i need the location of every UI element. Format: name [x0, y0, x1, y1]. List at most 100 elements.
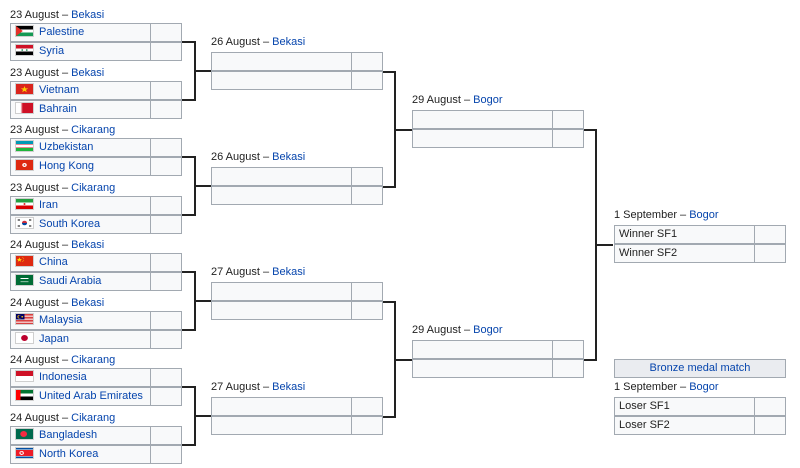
- venue-link[interactable]: Cikarang: [71, 124, 116, 136]
- team-name[interactable]: Saudi Arabia: [39, 275, 102, 287]
- japan-flag-icon: [15, 331, 34, 344]
- team-name[interactable]: Vietnam: [39, 83, 80, 96]
- r2-match-3-team-1: [211, 282, 383, 301]
- team-cell: Uzbekistan: [11, 139, 151, 156]
- venue-link[interactable]: Bekasi: [71, 9, 105, 21]
- team-name[interactable]: Indonesia: [39, 371, 87, 383]
- r2-connector-2-bottom: [383, 416, 395, 418]
- team-name[interactable]: China: [39, 256, 68, 268]
- palestine-flag-icon: [15, 25, 34, 37]
- date-venue-separator: –: [58, 9, 72, 21]
- semifinal-2-header: 29 August – Bogor: [412, 323, 503, 337]
- r2-match-1-header: 26 August – Bekasi: [211, 35, 305, 49]
- r2-connector-2-top: [383, 301, 395, 303]
- venue-link[interactable]: Bogor: [689, 381, 719, 393]
- team-cell: Bahrain: [11, 100, 151, 118]
- sf-connector-top: [584, 129, 596, 131]
- syria-flag-icon: [15, 44, 34, 56]
- semifinal-1-team-2: [412, 129, 584, 148]
- venue-link[interactable]: Bogor: [473, 324, 503, 336]
- venue-link[interactable]: Bekasi: [71, 239, 105, 251]
- r1-match-1-team-1: Palestine: [10, 23, 182, 42]
- r1-match-1-team-2: Syria: [10, 42, 182, 61]
- team-name[interactable]: South Korea: [39, 217, 101, 230]
- venue-link[interactable]: Bogor: [473, 94, 503, 106]
- score-cell: [151, 312, 181, 329]
- score-cell: [352, 53, 382, 70]
- team-name[interactable]: Palestine: [39, 26, 85, 38]
- team-cell: [212, 302, 352, 319]
- hong-kong-flag-icon: [15, 159, 34, 171]
- china-flag-icon: [15, 255, 34, 267]
- venue-link[interactable]: Bekasi: [71, 66, 105, 79]
- team-cell: [212, 417, 352, 434]
- team-cell: [212, 53, 352, 70]
- team-name[interactable]: North Korea: [39, 447, 99, 460]
- r1-connector-3-bottom: [182, 328, 195, 331]
- score-cell: [151, 158, 181, 175]
- r1-match-3-team-1: Uzbekistan: [10, 138, 182, 157]
- sf-connector-bottom: [584, 359, 596, 361]
- venue-link[interactable]: Bekasi: [272, 266, 306, 278]
- r2-connector-1-out: [394, 129, 412, 131]
- r1-match-8-header: 24 August – Cikarang: [10, 411, 115, 425]
- bronze-team-2: Loser SF2: [614, 416, 786, 435]
- team-name[interactable]: Iran: [39, 198, 58, 211]
- team-name[interactable]: Bangladesh: [39, 428, 98, 441]
- venue-link[interactable]: Bekasi: [272, 381, 306, 393]
- r1-connector-4-top: [182, 386, 195, 388]
- venue-link[interactable]: Bekasi: [272, 151, 306, 163]
- team-cell: South Korea: [11, 215, 151, 233]
- date-venue-separator: –: [58, 296, 72, 309]
- team-cell: Vietnam: [11, 81, 151, 99]
- team-name[interactable]: United Arab Emirates: [39, 390, 143, 402]
- match-date: 26 August: [211, 151, 260, 163]
- bronze-team-1: Loser SF1: [614, 397, 786, 416]
- team-cell: United Arab Emirates: [11, 388, 151, 405]
- r1-connector-1-out: [194, 70, 211, 72]
- r1-connector-3-top: [182, 271, 195, 273]
- venue-link[interactable]: Bekasi: [272, 36, 306, 48]
- venue-link[interactable]: Cikarang: [71, 411, 116, 424]
- team-cell: Japan: [11, 330, 151, 348]
- bronze-match-header: 1 September – Bogor: [614, 380, 719, 394]
- r1-connector-1-bottom: [182, 98, 195, 101]
- score-cell: [755, 417, 785, 434]
- semifinal-1-header: 29 August – Bogor: [412, 93, 503, 107]
- team-name[interactable]: Japan: [39, 332, 69, 345]
- venue-link[interactable]: Bekasi: [71, 296, 105, 309]
- r2-match-3-header: 27 August – Bekasi: [211, 265, 305, 279]
- score-cell: [755, 398, 785, 415]
- team-cell: [413, 341, 553, 358]
- team-cell: [212, 398, 352, 415]
- score-cell: [151, 388, 181, 405]
- date-venue-separator: –: [58, 181, 72, 194]
- score-cell: [553, 130, 583, 147]
- score-cell: [151, 139, 181, 156]
- score-cell: [352, 168, 382, 185]
- team-name[interactable]: Bahrain: [39, 102, 77, 115]
- r1-match-7-team-2: United Arab Emirates: [10, 387, 182, 406]
- bangladesh-flag-icon: [15, 427, 34, 440]
- team-cell: [413, 111, 553, 128]
- venue-link[interactable]: Bogor: [689, 209, 719, 221]
- venue-link[interactable]: Cikarang: [71, 354, 116, 366]
- r1-connector-4-out: [194, 415, 211, 417]
- indonesia-flag-icon: [15, 370, 34, 382]
- r2-match-4-team-2: [211, 416, 383, 435]
- team-name[interactable]: Malaysia: [39, 313, 83, 326]
- team-name[interactable]: Uzbekistan: [39, 141, 94, 153]
- date-venue-separator: –: [259, 266, 273, 278]
- team-name[interactable]: Hong Kong: [39, 160, 95, 172]
- score-cell: [151, 427, 181, 444]
- score-cell: [151, 216, 181, 233]
- venue-link[interactable]: Cikarang: [71, 181, 116, 194]
- score-cell: [352, 302, 382, 319]
- bronze-medal-match-label[interactable]: Bronze medal match: [614, 359, 786, 378]
- score-cell: [553, 111, 583, 128]
- r2-connector-1-bottom: [383, 186, 395, 188]
- team-cell: Saudi Arabia: [11, 273, 151, 290]
- team-name: Winner SF1: [619, 228, 678, 240]
- score-cell: [151, 369, 181, 386]
- team-name[interactable]: Syria: [39, 45, 65, 57]
